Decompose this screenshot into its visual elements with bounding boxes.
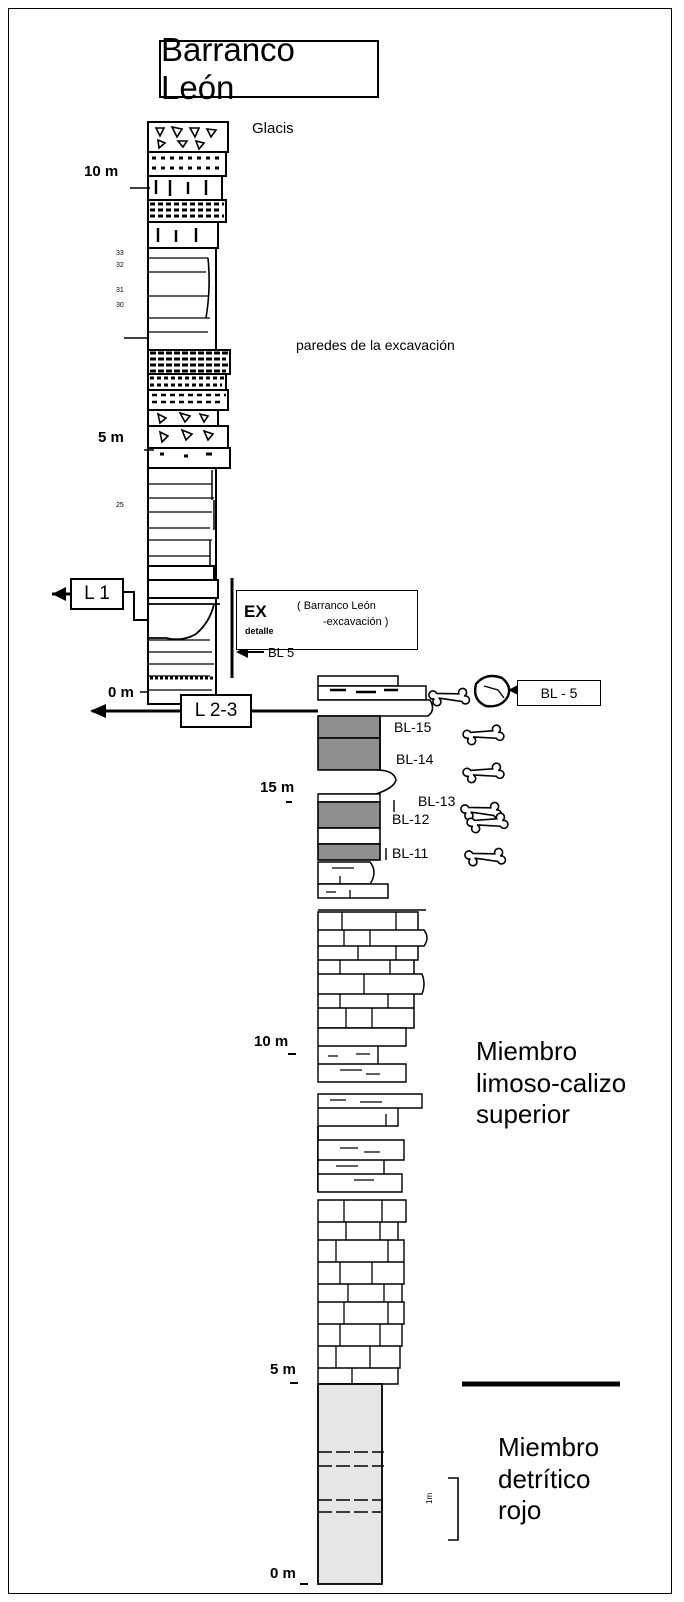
level-bl14: BL-14 bbox=[396, 752, 433, 766]
left-depth-10m: 10 m bbox=[84, 164, 118, 179]
lower-member-line: detrítico bbox=[498, 1464, 599, 1496]
level-bl12: BL-12 bbox=[392, 812, 429, 826]
sample-number: 33 bbox=[116, 250, 124, 257]
right-depth-15m: 15 m bbox=[260, 780, 294, 795]
ex-label: EX bbox=[244, 603, 267, 620]
ex-desc-1: ( Barranco León bbox=[297, 601, 376, 612]
l23-box: L 2-3 bbox=[180, 694, 252, 728]
l1-box: L 1 bbox=[70, 578, 124, 610]
left-depth-5m: 5 m bbox=[98, 430, 124, 445]
ex-sub-label: detalle bbox=[245, 627, 274, 636]
upper-member-line: limoso-calizo bbox=[476, 1068, 626, 1100]
sample-number: 31 bbox=[116, 287, 124, 294]
level-bl13: BL-13 bbox=[418, 794, 455, 808]
right-depth-5m: 5 m bbox=[270, 1362, 296, 1377]
level-bl11: BL-11 bbox=[392, 846, 428, 860]
right-depth-0m: 0 m bbox=[270, 1566, 296, 1581]
walls-note: paredes de la excavación bbox=[296, 338, 455, 352]
lower-member-line: Miembro bbox=[498, 1432, 599, 1464]
bl5-left-label: BL 5 bbox=[268, 646, 294, 659]
upper-member-line: Miembro bbox=[476, 1036, 626, 1068]
upper-member-line: superior bbox=[476, 1099, 626, 1131]
bl5-box: BL - 5 bbox=[517, 680, 601, 706]
sample-number: 32 bbox=[116, 262, 124, 269]
bl5-fossils bbox=[475, 676, 518, 706]
level-bl15: BL-15 bbox=[394, 720, 431, 734]
right-depth-10m: 10 m bbox=[254, 1034, 288, 1049]
upper-member-label: Miembro limoso-calizo superior bbox=[476, 1036, 626, 1131]
lower-member-line: rojo bbox=[498, 1495, 599, 1527]
ex-desc-2: -excavación ) bbox=[323, 617, 388, 628]
sample-number: 30 bbox=[116, 302, 124, 309]
glacis-label: Glacis bbox=[252, 121, 294, 136]
excavation-detail-box: EX detalle ( Barranco León -excavación ) bbox=[236, 590, 418, 650]
scale-label: 1m bbox=[426, 1493, 434, 1504]
left-depth-0m: 0 m bbox=[108, 685, 134, 700]
lower-member-label: Miembro detrítico rojo bbox=[498, 1432, 599, 1527]
left-stratigraphic-column bbox=[124, 122, 232, 704]
sample-number: 25 bbox=[116, 502, 124, 509]
